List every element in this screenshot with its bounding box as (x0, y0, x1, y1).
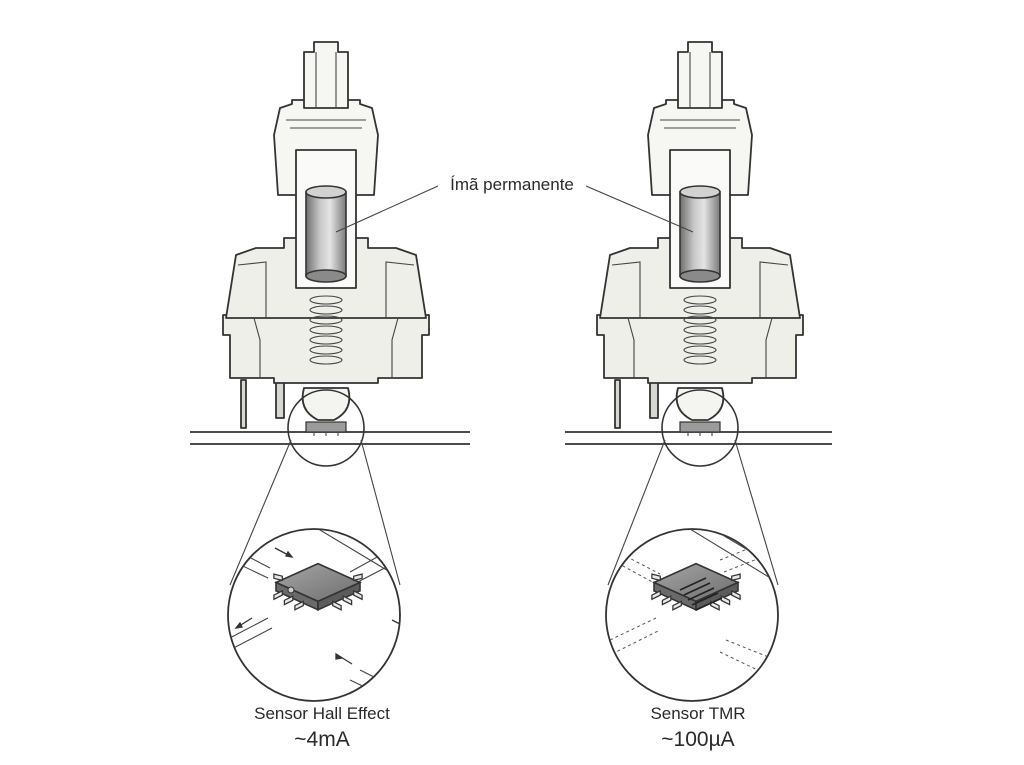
callout-leader-lines (335, 185, 694, 233)
tmr-sensor-detail (605, 528, 779, 702)
hall-sensor-detail (227, 528, 401, 702)
magnet-callout-label: Ímã permanente (450, 175, 574, 194)
pcb-board-right (565, 431, 832, 445)
tmr-sensor-current: ~100µA (661, 728, 734, 751)
switch-right (596, 41, 804, 437)
magnifier-circle-icon (287, 389, 365, 467)
magnifier-circle-icon (661, 389, 739, 467)
hall-sensor-name: Sensor Hall Effect (254, 704, 390, 723)
pcb-board-left (190, 431, 470, 445)
tmr-sensor-name: Sensor TMR (650, 704, 745, 723)
zoom-lines-right (607, 439, 779, 586)
zoom-lines-left (229, 439, 401, 586)
hall-sensor-current: ~4mA (294, 728, 349, 751)
switch-left (222, 41, 430, 437)
